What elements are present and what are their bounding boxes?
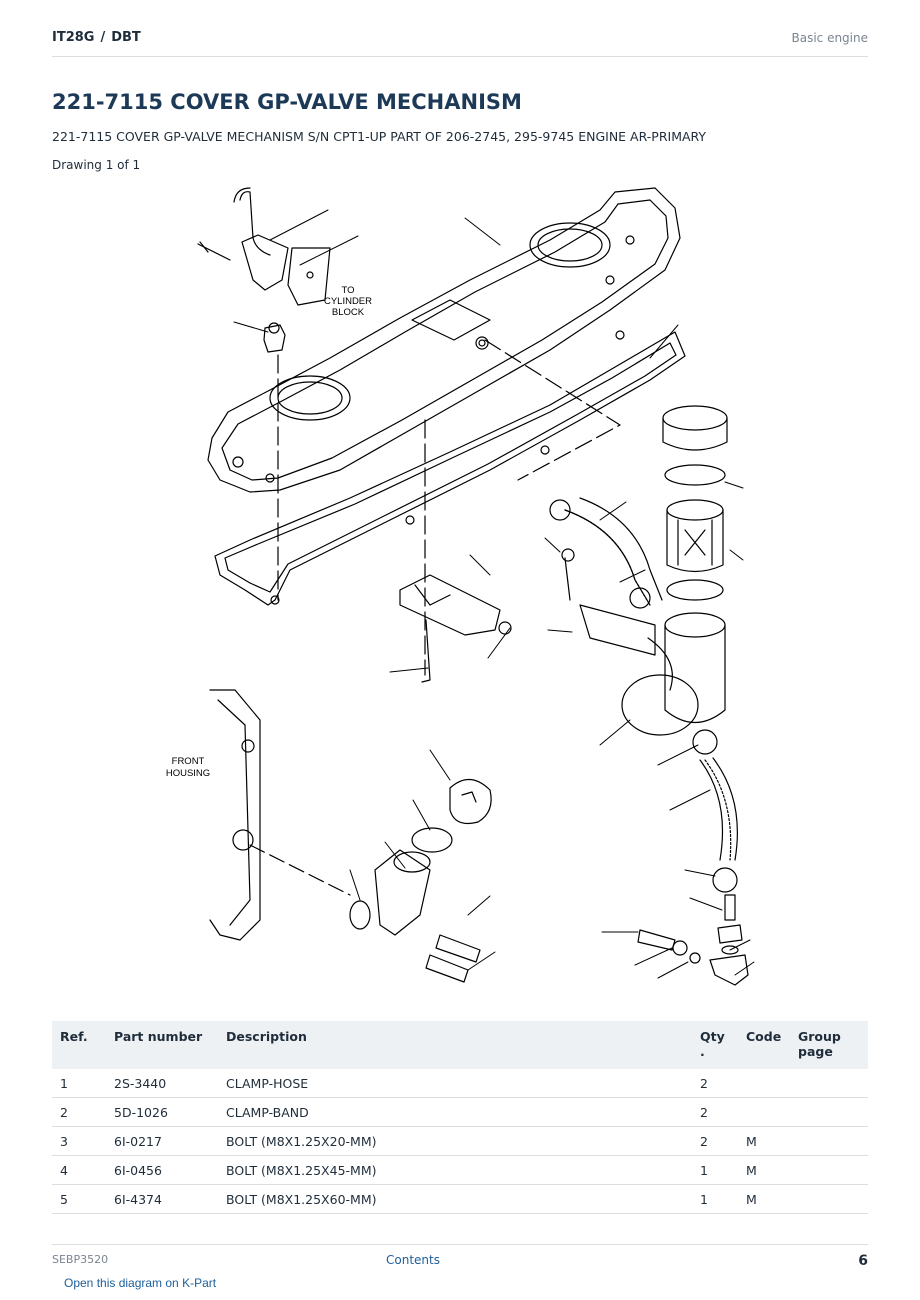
table-row: 5 6I-4374 BOLT (M8X1.25X60-MM) 1 M — [52, 1184, 868, 1214]
cell-code: M — [738, 1184, 790, 1214]
diagram-labels: TO CYLINDER BLOCK FRONT HOUSING — [166, 285, 372, 779]
cell-description: BOLT (M8X1.25X20-MM) — [218, 1126, 692, 1156]
plug-shape — [263, 322, 286, 353]
page-subtitle: 221-7115 COVER GP-VALVE MECHANISM S/N CP… — [52, 129, 707, 144]
cell-part-number: 6I-4374 — [106, 1184, 218, 1214]
cell-qty: 2 — [692, 1097, 738, 1127]
page-number: 6 — [858, 1253, 868, 1269]
breather-tube-shape — [197, 187, 331, 306]
cell-code: M — [738, 1126, 790, 1156]
col-code: Code — [738, 1021, 790, 1069]
parts-table: Ref. Part number Description Qty . Code … — [52, 1021, 868, 1214]
page-title: 221-7115 COVER GP-VALVE MECHANISM — [52, 90, 522, 114]
breadcrumb-serial: DBT — [111, 30, 141, 45]
valve-cover-shape — [207, 187, 681, 493]
drawing-label: Drawing 1 of 1 — [52, 158, 141, 172]
oil-filler-shape — [349, 778, 492, 983]
label-block: BLOCK — [332, 307, 365, 318]
cell-code — [738, 1097, 790, 1127]
label-cylinder: CYLINDER — [324, 296, 372, 307]
breather-canister-shape — [561, 405, 728, 736]
cell-part-number: 6I-0217 — [106, 1126, 218, 1156]
cell-description: BOLT (M8X1.25X60-MM) — [218, 1184, 692, 1214]
cell-group-page — [790, 1126, 868, 1156]
cell-group-page — [790, 1069, 868, 1098]
col-group-page: Group page — [790, 1021, 868, 1069]
cell-group-page — [790, 1184, 868, 1214]
cell-ref: 5 — [52, 1184, 106, 1214]
cell-description: CLAMP-BAND — [218, 1097, 692, 1127]
cell-description: CLAMP-HOSE — [218, 1069, 692, 1098]
fittings-shape — [637, 894, 749, 986]
label-housing: HOUSING — [166, 768, 210, 779]
cell-group-page — [790, 1155, 868, 1185]
label-to: TO — [341, 285, 354, 296]
cover-gasket-shape — [214, 330, 686, 606]
cell-qty: 2 — [692, 1126, 738, 1156]
cell-code: M — [738, 1155, 790, 1185]
cell-ref: 4 — [52, 1155, 106, 1185]
label-front: FRONT — [172, 756, 205, 767]
bracket-shape — [399, 574, 512, 683]
col-qty: Qty . — [692, 1021, 738, 1069]
section-name: Basic engine — [791, 31, 868, 45]
cell-part-number: 6I-0456 — [106, 1155, 218, 1185]
table-row: 1 2S-3440 CLAMP-HOSE 2 — [52, 1069, 868, 1098]
cell-ref: 2 — [52, 1097, 106, 1127]
cell-qty: 2 — [692, 1069, 738, 1098]
cell-group-page — [790, 1097, 868, 1127]
col-description: Description — [218, 1021, 692, 1069]
breadcrumb: IT28G / DBT — [52, 30, 141, 45]
exploded-parts-diagram: TO CYLINDER BLOCK FRONT HOUSING — [166, 187, 755, 986]
cell-qty: 1 — [692, 1184, 738, 1214]
cell-part-number: 5D-1026 — [106, 1097, 218, 1127]
table-row: 3 6I-0217 BOLT (M8X1.25X20-MM) 2 M — [52, 1126, 868, 1156]
front-housing-shape — [209, 689, 351, 941]
cell-description: BOLT (M8X1.25X45-MM) — [218, 1155, 692, 1185]
cell-qty: 1 — [692, 1155, 738, 1185]
breadcrumb-separator: / — [100, 30, 106, 45]
cell-ref: 1 — [52, 1069, 106, 1098]
contents-link[interactable]: Contents — [386, 1253, 440, 1267]
document-id: SEBP3520 — [52, 1253, 109, 1266]
page-header: IT28G / DBT Basic engine — [52, 28, 868, 57]
table-header-row: Ref. Part number Description Qty . Code … — [52, 1021, 868, 1069]
table-row: 4 6I-0456 BOLT (M8X1.25X45-MM) 1 M — [52, 1155, 868, 1185]
col-ref: Ref. — [52, 1021, 106, 1069]
page-footer: SEBP3520 Contents 6 — [52, 1244, 868, 1275]
breadcrumb-model: IT28G — [52, 30, 95, 45]
col-part-number: Part number — [106, 1021, 218, 1069]
cell-ref: 3 — [52, 1126, 106, 1156]
cell-code — [738, 1069, 790, 1098]
cell-part-number: 2S-3440 — [106, 1069, 218, 1098]
table-row: 2 5D-1026 CLAMP-BAND 2 — [52, 1097, 868, 1127]
open-kpart-link[interactable]: Open this diagram on K-Part — [64, 1276, 217, 1290]
